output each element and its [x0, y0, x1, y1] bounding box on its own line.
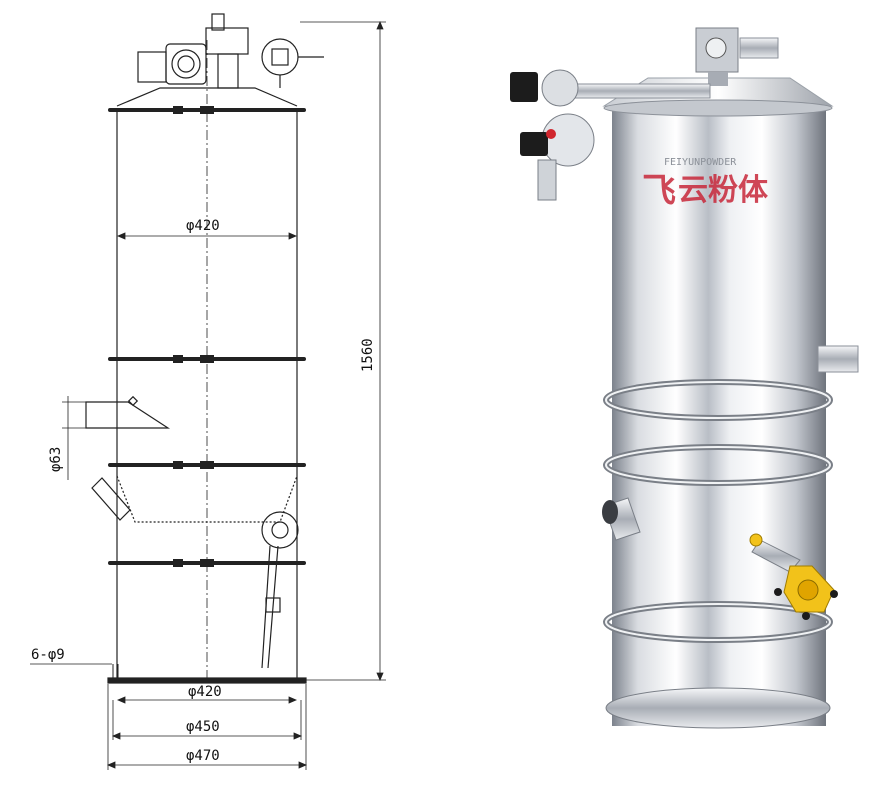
top-components [137, 13, 324, 89]
solenoid [211, 13, 225, 31]
inner-cone [116, 475, 298, 523]
valve-block [165, 43, 207, 85]
angled-port [91, 477, 131, 521]
photo-top-pipe [739, 37, 779, 59]
bolt-marks [112, 664, 119, 678]
dim-inlet-diameter: φ63 [48, 447, 64, 472]
dim-base-outer: φ470 [186, 748, 220, 764]
photo-clamp-rings [603, 379, 833, 643]
photo-base-flange [605, 687, 831, 729]
technical-drawing [30, 13, 386, 770]
brand-cn: 云粉体 [678, 173, 769, 208]
dim-holes: 6-φ9 [31, 647, 65, 663]
pulse-valve [205, 27, 249, 55]
product-photo: FEIYUNPOWDER 飞 云粉体 [510, 27, 859, 729]
lid-outline [116, 87, 298, 107]
regulator [261, 38, 299, 76]
dim-base-inner: φ420 [188, 684, 222, 700]
motor-box [137, 51, 167, 83]
inlet-pipe [85, 401, 171, 429]
dim-base-mid: φ450 [186, 719, 220, 735]
photo-regulator [541, 113, 595, 167]
photo-coil [510, 72, 538, 102]
photo-solenoid [541, 69, 579, 107]
brand-latin: FEIYUNPOWDER [664, 157, 737, 168]
base-plate [107, 677, 307, 684]
discharge-valve [261, 511, 299, 669]
photo-air-pipe [559, 83, 711, 99]
dim-height: 1560 [360, 338, 376, 372]
brand-mark: 飞 [642, 171, 676, 211]
band-clamps [173, 106, 214, 567]
dim-top-diameter: φ420 [186, 218, 220, 234]
dimension-lines [30, 20, 386, 770]
photo-side-outlet [817, 345, 859, 373]
